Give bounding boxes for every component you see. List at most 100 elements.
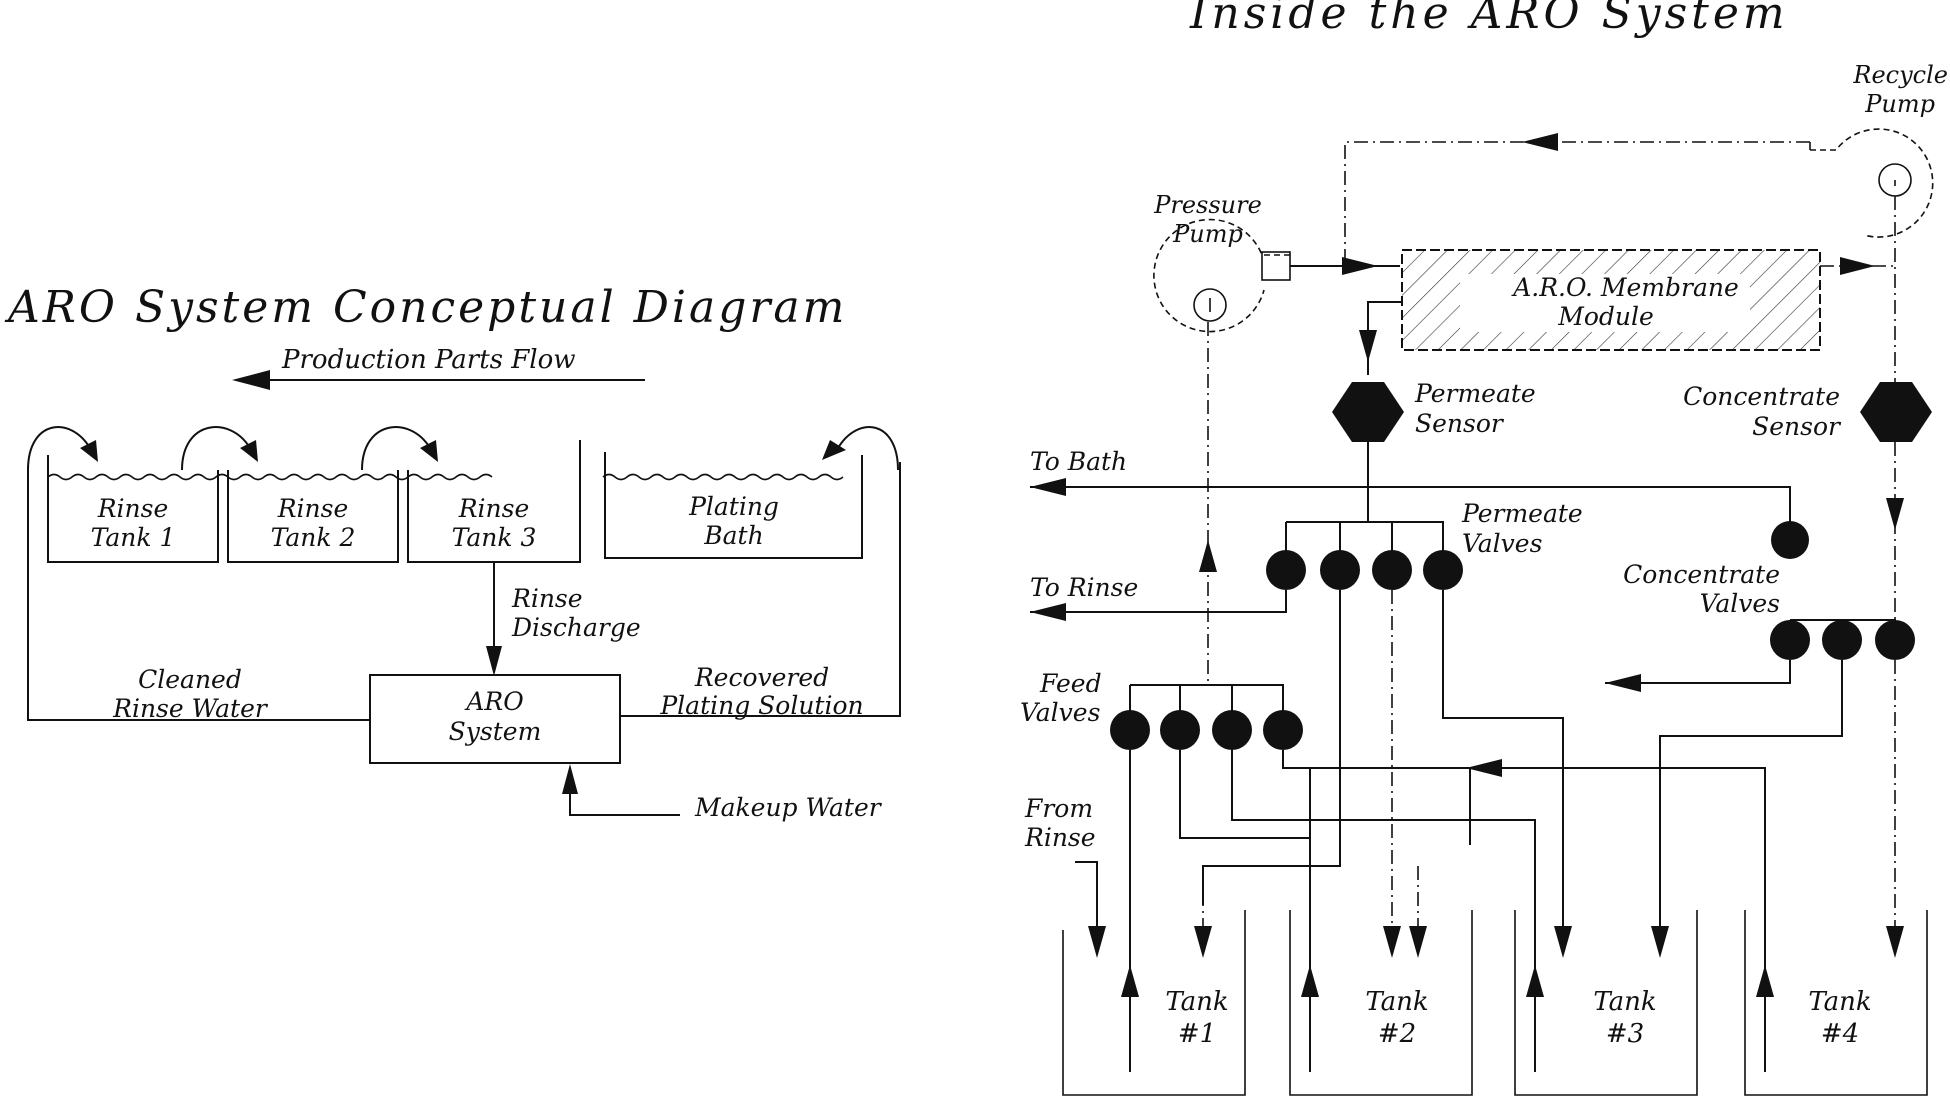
- to-rinse-label: To Rinse: [1030, 573, 1138, 602]
- concentrate-valve-2: [1822, 620, 1862, 660]
- feed-2-pipe: [1179, 750, 1311, 1072]
- permeate-valve-3: [1372, 550, 1412, 590]
- plating-bath-label-line1: Plating: [688, 492, 779, 521]
- feed-3-pipe: [1231, 750, 1536, 1072]
- recycle-line: [1344, 141, 1810, 262]
- tank-2-label-line2: #2: [1378, 1019, 1416, 1049]
- tank-3: [1514, 910, 1698, 1096]
- aro-internal-diagram: Inside the ARO System Recycle Pump Press…: [1020, 0, 1948, 1096]
- tank-4-label-line1: Tank: [1808, 987, 1871, 1017]
- permeate-valve-1: [1266, 550, 1306, 590]
- pressure-pump-label-line2: Pump: [1172, 220, 1243, 248]
- tank-2: [1289, 910, 1473, 1096]
- return-line-a: [1420, 767, 1471, 845]
- tank-4-label-line2: #4: [1821, 1019, 1859, 1049]
- concentrate-sensor-label-line1: Concentrate: [1683, 382, 1840, 411]
- plating-bath-label-line2: Bath: [703, 521, 763, 550]
- rinse-tank-2: [227, 470, 399, 563]
- concentrate-2-arrow: [1651, 926, 1669, 958]
- cascade-arrows: [27, 426, 899, 471]
- rinse-tank-1: [47, 455, 219, 563]
- pressure-to-membrane-arrow: [1342, 257, 1378, 275]
- from-rinse-label-line1: From: [1024, 794, 1093, 823]
- to-rinse-arrow: [1030, 603, 1066, 621]
- return-line-c-arrow: [1409, 926, 1427, 958]
- membrane-label-backdrop: [1460, 274, 1750, 332]
- makeup-water-label: Makeup Water: [694, 793, 883, 822]
- recycle-pump-label-line2: Pump: [1864, 90, 1935, 118]
- feed-valves-label-line2: Valves: [1020, 698, 1100, 727]
- feed-2-arrow: [1301, 965, 1319, 997]
- tank-1-label-line1: Tank: [1165, 987, 1228, 1017]
- permeate-valves-label-line1: Permeate: [1461, 499, 1583, 528]
- rinse-discharge-label-line1: Rinse: [511, 584, 583, 613]
- from-rinse-label-line2: Rinse: [1024, 823, 1096, 852]
- feed-4-pipe: [1282, 750, 1766, 1072]
- tank-4: [1744, 910, 1928, 1096]
- rinse-discharge-label-line2: Discharge: [511, 613, 641, 642]
- feed-1-arrow: [1121, 965, 1139, 997]
- permeate-header: [1285, 521, 1444, 570]
- concentrate-valve-3: [1875, 620, 1915, 660]
- recycle-pump: [1810, 128, 1934, 238]
- feed-valve-3: [1212, 710, 1252, 750]
- feed-4-arrow: [1756, 965, 1774, 997]
- tank-1-label-line2: #1: [1178, 1019, 1216, 1049]
- feed-valve-1: [1110, 710, 1150, 750]
- plating-bath: [604, 452, 863, 559]
- rinse-tank-3-label-line1: Rinse: [458, 494, 530, 523]
- parts-flow-arrow: [232, 370, 645, 390]
- permeate-valves-label-line2: Valves: [1462, 529, 1542, 558]
- concentrate-1-pipe: [1605, 660, 1791, 684]
- concentrate-sensor-label-line2: Sensor: [1752, 412, 1842, 441]
- makeup-water-arrow: [562, 764, 578, 794]
- cleaned-rinse-water-line: [27, 466, 370, 721]
- rinse-tank-1-label-line2: Tank 1: [91, 523, 176, 552]
- aro-system-box: [369, 674, 621, 764]
- permeate-4-pipe: [1442, 590, 1564, 940]
- recovered-plating-label-line1: Recovered: [694, 663, 829, 692]
- concentrate-sensor-icon: [1860, 382, 1932, 442]
- cleaned-rinse-label-line1: Cleaned: [138, 665, 242, 694]
- bath-valve: [1771, 521, 1809, 559]
- pressure-pump-label-line1: Pressure: [1153, 191, 1262, 219]
- feed-to-pump-arrow: [1199, 540, 1217, 572]
- from-rinse-line: [1075, 861, 1098, 940]
- tank-1: [1062, 910, 1246, 1096]
- membrane-label-line2: Module: [1557, 302, 1654, 331]
- cleaned-rinse-label-line2: Rinse Water: [112, 694, 269, 723]
- feed-valve-4: [1263, 710, 1303, 750]
- rinse-tank-2-label-line1: Rinse: [277, 494, 349, 523]
- rinse-tank-1-label-line1: Rinse: [97, 494, 169, 523]
- permeate-sensor-icon: [1332, 382, 1404, 442]
- concentrate-valves-label-line1: Concentrate: [1623, 560, 1780, 589]
- permeate-sensor-label-line2: Sensor: [1415, 409, 1505, 438]
- concentrate-valves-label-line2: Valves: [1700, 589, 1780, 618]
- to-rinse-line: [1030, 590, 1287, 613]
- tank-3-label-line1: Tank: [1593, 987, 1656, 1017]
- to-bath-arrow: [1030, 478, 1066, 496]
- permeate-valve-4: [1423, 550, 1463, 590]
- membrane-to-recycle-arrow: [1840, 257, 1875, 275]
- tank-water-surface: [47, 473, 493, 481]
- concentrate-2-pipe: [1659, 660, 1843, 940]
- aro-system-label-line2: System: [449, 717, 542, 746]
- conceptual-diagram: ARO System Conceptual Diagram Production…: [4, 282, 901, 822]
- feed-valves-label-line1: Feed: [1039, 669, 1102, 698]
- feed-header: [1129, 684, 1284, 730]
- recovered-plating-label-line2: Plating Solution: [659, 691, 863, 720]
- permeate-sensor-label-line1: Permeate: [1414, 379, 1536, 408]
- to-bath-line: [1030, 486, 1791, 522]
- rinse-discharge-arrow: [486, 646, 502, 676]
- concentrate-valve-1: [1770, 620, 1810, 660]
- from-rinse-arrow: [1088, 926, 1106, 958]
- rinse-tank-3-label-line2: Tank 3: [452, 523, 537, 552]
- membrane-label-line1: A.R.O. Membrane: [1511, 273, 1739, 302]
- feed-valve-2: [1160, 710, 1200, 750]
- permeate-valve-2: [1320, 550, 1360, 590]
- aro-system-label-line1: ARO: [464, 687, 523, 716]
- recovered-plating-line: [620, 462, 901, 717]
- permeate-4-arrow: [1554, 926, 1572, 958]
- permeate-3-arrow: [1383, 926, 1401, 958]
